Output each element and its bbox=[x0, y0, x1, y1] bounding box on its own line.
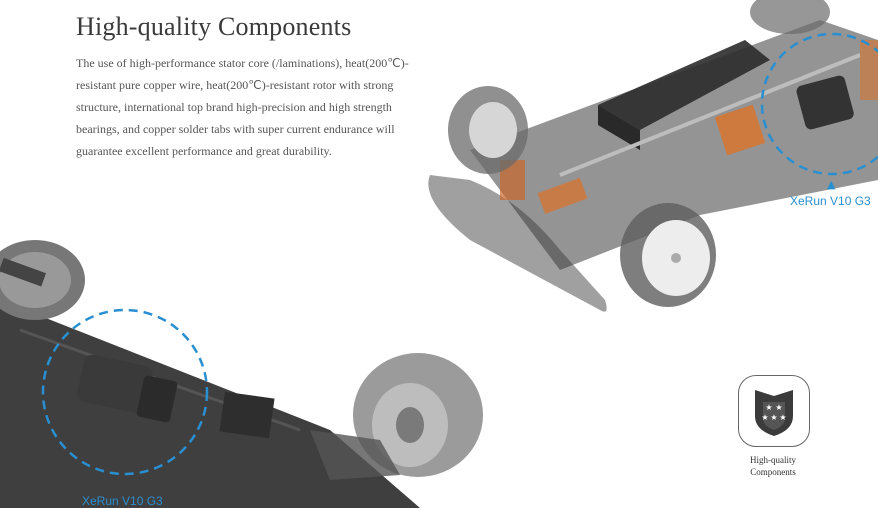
bottom-left-chassis-image bbox=[0, 240, 483, 508]
bottom-left-highlight-circle bbox=[41, 308, 209, 476]
svg-text:★: ★ bbox=[765, 403, 772, 412]
top-right-highlight-circle bbox=[760, 32, 878, 176]
svg-text:★: ★ bbox=[770, 413, 777, 422]
feature-description: The use of high-performance stator core … bbox=[76, 56, 409, 158]
callout-label-bottom-left: XeRun V10 G3 bbox=[82, 494, 163, 508]
callout-arrow-icon: ▲ bbox=[827, 178, 836, 191]
page-title: High-quality Components bbox=[76, 12, 352, 41]
svg-text:★: ★ bbox=[761, 413, 768, 422]
badge-label-line1: High-quality bbox=[750, 455, 796, 465]
svg-text:★: ★ bbox=[775, 403, 782, 412]
badge-label: High-quality Components bbox=[718, 454, 828, 478]
callout-label-top-right: XeRun V10 G3 bbox=[790, 194, 871, 208]
feature-badge: ★ ★ ★ ★ ★ bbox=[738, 375, 810, 447]
top-right-chassis-image bbox=[428, 0, 878, 312]
badge-label-line2: Components bbox=[750, 467, 796, 477]
shield-stars-icon: ★ ★ ★ ★ ★ bbox=[755, 390, 793, 436]
svg-text:★: ★ bbox=[779, 413, 786, 422]
